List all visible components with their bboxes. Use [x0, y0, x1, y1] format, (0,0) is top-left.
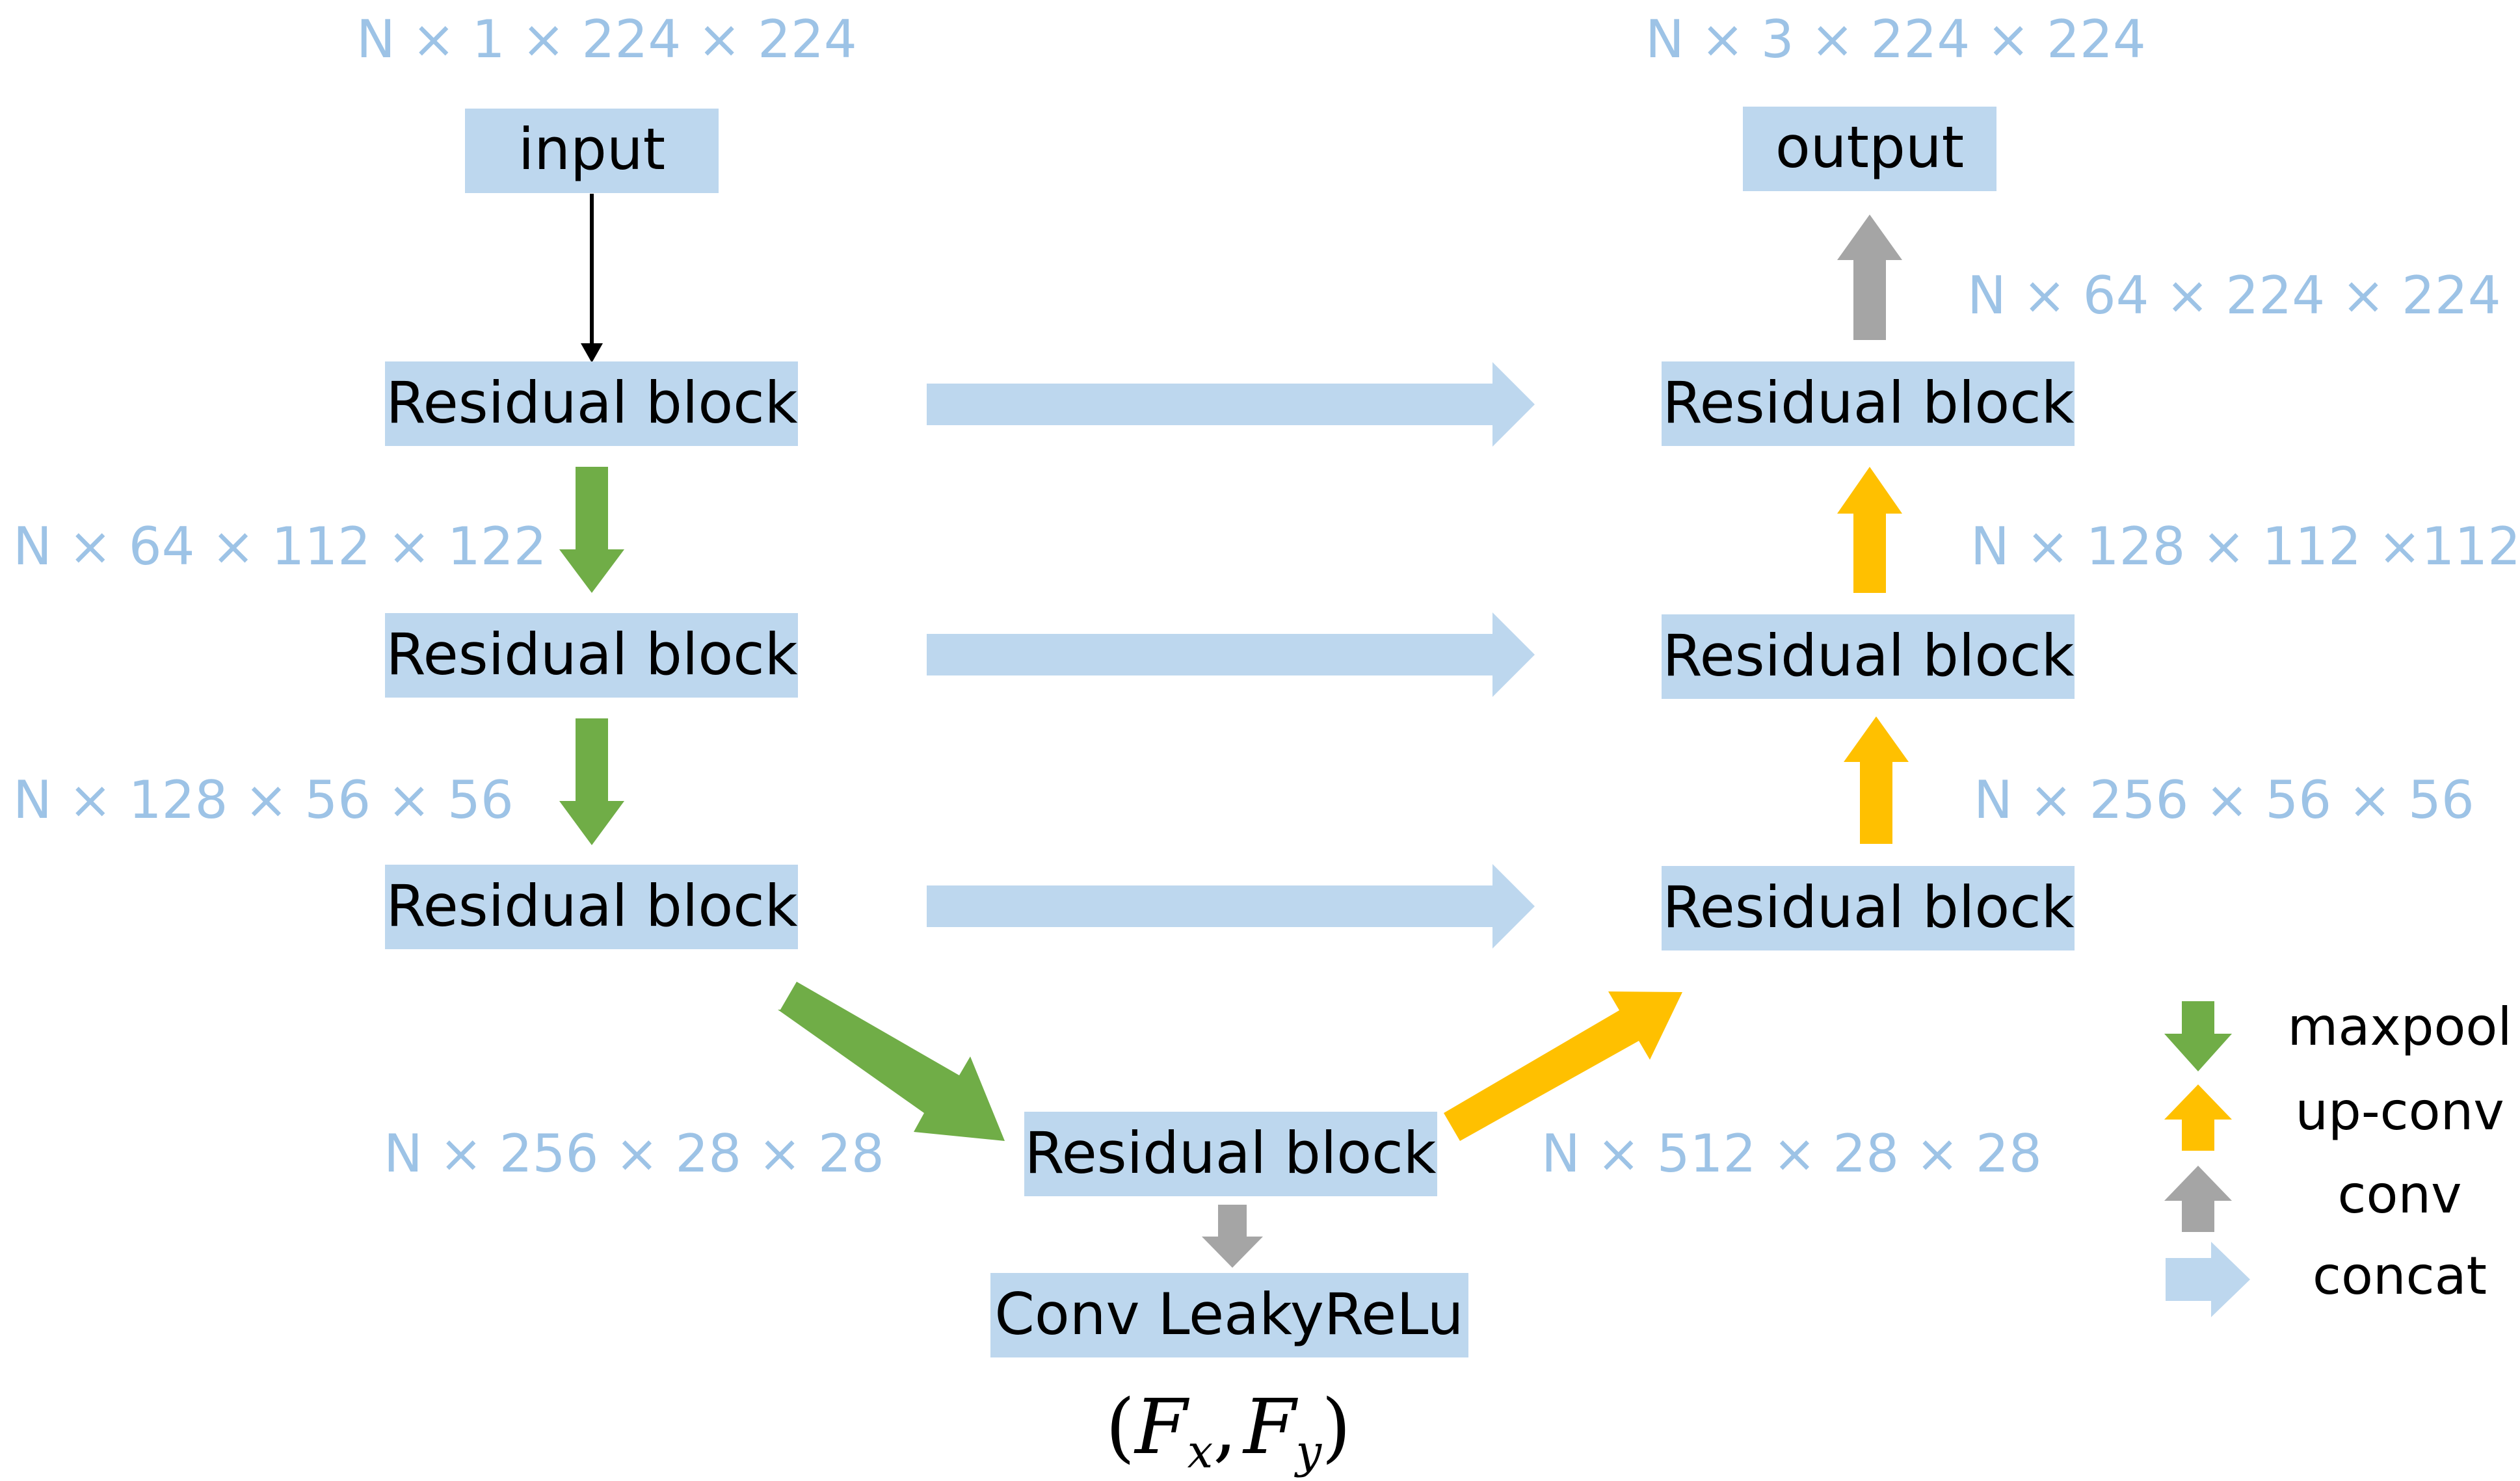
concat-arrow-3: [927, 864, 1535, 949]
concat-arrow-2: [927, 612, 1535, 697]
upconv-arrow-2: [1837, 467, 1902, 593]
concat-arrow-1: [927, 362, 1535, 447]
bottleneck-block: Residual block: [1024, 1112, 1437, 1196]
encoder-block-2-label: Residual block: [386, 621, 797, 688]
upconv-arrow-diagonal: [1444, 991, 1682, 1141]
output-node: output: [1743, 107, 1996, 191]
encoder-block-1-label: Residual block: [386, 369, 797, 436]
maxpool-arrow-diagonal: [778, 982, 1005, 1141]
decoder-block-1: Residual block: [1662, 361, 2075, 446]
encoder-block-2: Residual block: [385, 613, 798, 698]
decoder-block-3-label: Residual block: [1662, 874, 2074, 941]
input-arrow-head: [581, 343, 603, 363]
legend-concat-icon: [2166, 1242, 2250, 1317]
decoder-block-2-label: Residual block: [1662, 622, 2074, 689]
dim-bottleneck: N × 512 × 28 × 28: [1541, 1123, 2042, 1184]
encoder-block-3: Residual block: [385, 865, 798, 949]
encoder-block-3-label: Residual block: [386, 872, 797, 939]
dim-enc2-pool: N × 128 × 56 × 56: [13, 770, 514, 830]
conv-arrow-output: [1837, 215, 1902, 340]
output-label: output: [1775, 114, 1964, 181]
dim-output: N × 3 × 224 × 224: [1645, 9, 2146, 70]
decoder-block-3: Residual block: [1662, 866, 2075, 950]
conv-arrow-bottleneck: [1202, 1205, 1263, 1268]
final-conv-label: Conv LeakyReLu: [994, 1281, 1463, 1348]
legend-concat-label: concat: [2313, 1246, 2487, 1306]
legend-upconv-icon: [2164, 1084, 2232, 1151]
dim-input: N × 1 × 224 × 224: [356, 9, 857, 70]
feature-formula: (Fx,Fy): [1106, 1383, 1351, 1478]
dim-enc1-pool: N × 64 × 112 × 122: [13, 516, 547, 577]
input-label: input: [518, 116, 665, 183]
legend-upconv-label: up-conv: [2295, 1081, 2504, 1142]
dim-dec3-up: N × 256 × 56 × 56: [1974, 770, 2474, 830]
input-node: input: [465, 109, 719, 193]
legend-conv-label: conv: [2338, 1164, 2462, 1225]
dim-dec1-conv: N × 64 × 224 × 224: [1967, 265, 2501, 326]
upconv-arrow-1: [1844, 716, 1909, 844]
legend: maxpool up-conv conv concat: [2164, 997, 2512, 1317]
decoder-block-1-label: Residual block: [1662, 369, 2074, 436]
dim-enc3-pool: N × 256 × 28 × 28: [384, 1123, 884, 1184]
dim-dec2-up: N × 128 × 112 ×112: [1970, 516, 2520, 577]
bottleneck-block-label: Residual block: [1024, 1120, 1436, 1186]
legend-maxpool-icon: [2164, 1001, 2232, 1071]
maxpool-arrow-1: [559, 467, 624, 593]
final-conv-block: Conv LeakyReLu: [990, 1273, 1468, 1357]
encoder-block-1: Residual block: [385, 361, 798, 446]
decoder-block-2: Residual block: [1662, 614, 2075, 699]
legend-maxpool-label: maxpool: [2287, 997, 2512, 1057]
maxpool-arrow-2: [559, 718, 624, 845]
formula-text: (Fx,Fy): [1106, 1383, 1351, 1478]
legend-conv-icon: [2164, 1166, 2232, 1232]
